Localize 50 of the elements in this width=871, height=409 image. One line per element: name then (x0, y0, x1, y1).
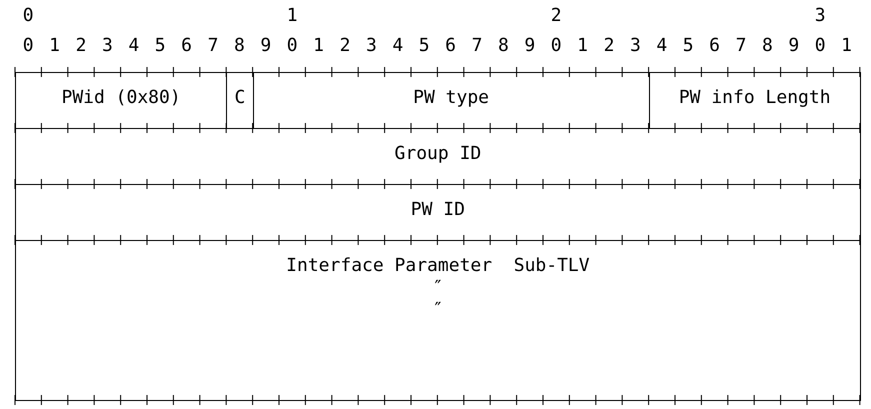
bit-number: 2 (340, 36, 350, 56)
bit-number: 3 (630, 36, 641, 56)
bit-number: 4 (392, 36, 404, 56)
bit-number: 3 (366, 36, 377, 56)
bit-number: 8 (498, 36, 509, 56)
bit-decade-number: 3 (814, 6, 826, 26)
field-label: PWid (0x80) (61, 87, 181, 109)
bit-number: 6 (709, 36, 720, 56)
bit-decade-number: 2 (550, 6, 562, 26)
bit-number: 0 (22, 36, 34, 56)
bit-number: 5 (154, 36, 166, 56)
bit-number: 6 (445, 36, 456, 56)
bit-number: 8 (234, 36, 245, 56)
field-label: PW info Length (678, 87, 831, 109)
packet-field (15, 72, 228, 129)
bit-number: 9 (260, 36, 272, 56)
field-label: C (234, 87, 246, 109)
packet-field (15, 184, 861, 241)
field-label: Group ID (394, 143, 482, 165)
packet-field (15, 128, 861, 185)
bit-number: 5 (418, 36, 430, 56)
bit-number: 2 (604, 36, 614, 56)
bit-number: 9 (524, 36, 536, 56)
bit-number: 1 (49, 36, 60, 56)
bit-number: 0 (286, 36, 298, 56)
bit-number: 0 (814, 36, 826, 56)
bit-number: 0 (550, 36, 562, 56)
bit-number: 8 (762, 36, 773, 56)
bit-number: 7 (208, 36, 218, 56)
bit-number: 4 (656, 36, 668, 56)
bit-number: 7 (472, 36, 482, 56)
field-label: PW type (413, 87, 490, 109)
bit-number: 9 (788, 36, 800, 56)
bit-number: 2 (76, 36, 86, 56)
bit-number: 1 (841, 36, 852, 56)
bit-number: 6 (181, 36, 192, 56)
bit-number: 7 (736, 36, 746, 56)
field-label: Interface Parameter Sub-TLV (286, 255, 590, 277)
bit-number: 4 (128, 36, 140, 56)
bit-decade-number: 0 (22, 6, 34, 26)
packet-field (648, 72, 861, 129)
bit-number: 3 (102, 36, 113, 56)
bit-number: 1 (313, 36, 324, 56)
ditto-mark: ″ (432, 277, 444, 299)
bit-number: 5 (682, 36, 694, 56)
field-label: PW ID (410, 199, 465, 221)
packet-field (15, 240, 861, 401)
ditto-mark: ″ (432, 299, 444, 321)
bit-number: 1 (577, 36, 588, 56)
bit-decade-number: 1 (286, 6, 298, 26)
